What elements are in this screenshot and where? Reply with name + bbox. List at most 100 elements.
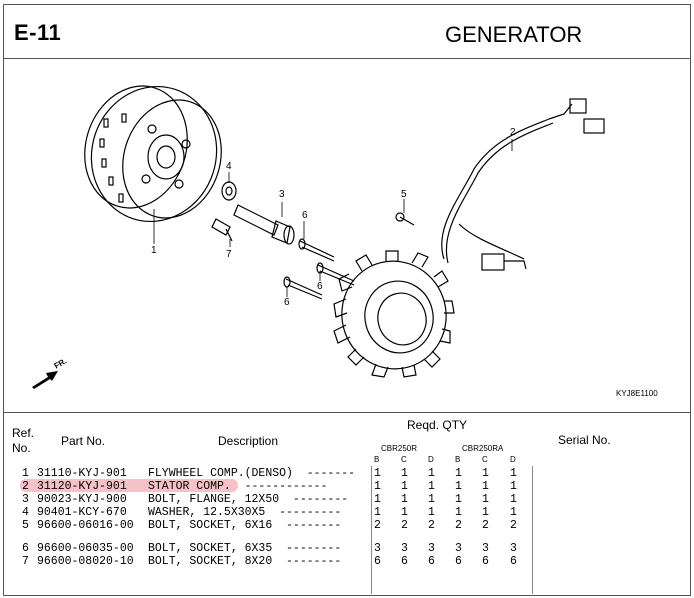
part-number-cell: 31120-KYJ-901 [37,480,127,493]
qty-cell: 3 [482,542,489,555]
qty-cell: 1 [374,506,381,519]
ref-cell: 2 [22,480,29,493]
qty-cell: 1 [428,493,435,506]
table-row: 1 31110-KYJ-901 FLYWHEEL COMP.(DENSO) ----… [4,467,690,480]
qty-cell: 1 [428,480,435,493]
part-header: Part No. [61,434,106,448]
serial-header: Serial No. [558,433,611,447]
qty-cell: 3 [428,542,435,555]
description-cell: WASHER, 12.5X30X5 --------- [148,506,342,519]
stator-drawing [333,250,455,378]
col-b2: B [455,455,461,464]
qty-cell: 1 [482,493,489,506]
qty-cell: 6 [428,555,435,568]
callout-5: 5 [401,189,407,200]
qty-cell: 1 [510,493,517,506]
description-cell: BOLT, SOCKET, 6X35 -------- [148,542,342,555]
exploded-diagram: 1 2 3 4 5 6 6 6 7 FR. KYJ8E1100 [4,59,690,413]
qty-cell: 2 [428,519,435,532]
qty-cell: 1 [455,467,462,480]
callout-2: 2 [510,127,516,138]
description-cell: BOLT, SOCKET, 8X20 -------- [148,555,342,568]
part-number-cell: 90023-KYJ-900 [37,493,127,506]
ref-cell: 5 [22,519,29,532]
highlight-row-2 [20,479,238,492]
qty-cell: 1 [428,506,435,519]
ref-cell: 7 [22,555,29,568]
qty-cell: 1 [401,467,408,480]
qty-cell: 1 [401,480,408,493]
figure-label: KYJ8E1100 [616,389,658,398]
callout-3: 3 [279,189,285,200]
col-b1: B [374,455,380,464]
desc-header: Description [218,434,279,448]
front-arrow [32,371,58,389]
ref-cell: 4 [22,506,29,519]
qty-cell: 1 [482,506,489,519]
model-cbr250ra: CBR250RA [462,444,504,453]
serial-divider [532,466,533,594]
col-c1: C [401,455,407,464]
part-number-cell: 90401-KCY-670 [37,506,127,519]
ref-header: Ref. [12,426,35,440]
parts-table: Ref. No. Part No. Description Reqd. QTY … [4,414,690,596]
qty-cell: 2 [401,519,408,532]
col-d1: D [428,455,434,464]
qty-cell: 6 [374,555,381,568]
qty-cell: 1 [455,480,462,493]
no-header: No. [12,441,31,455]
qty-header: Reqd. QTY [407,418,468,432]
qty-cell: 1 [455,506,462,519]
section-title: GENERATOR [445,22,583,47]
qty-cell: 3 [401,542,408,555]
generator-drawing [32,85,605,389]
callout-1: 1 [151,245,157,256]
qty-cell: 6 [401,555,408,568]
description-cell: FLYWHEEL COMP.(DENSO) ------- [148,467,356,480]
table-row: 2 31120-KYJ-901 STATOR COMP. ------------ 1… [4,480,690,493]
description-cell: STATOR COMP. ------------ [148,480,328,493]
callout-6a: 6 [302,210,308,221]
col-d2: D [510,455,516,464]
description-cell: BOLT, FLANGE, 12X50 -------- [148,493,349,506]
model-cbr250r: CBR250R [381,444,418,453]
callout-6c: 6 [284,297,290,308]
page-header: E-11 GENERATOR [4,5,690,59]
callout-6b: 6 [317,281,323,292]
qty-cell: 1 [510,467,517,480]
qty-cell: 1 [374,467,381,480]
table-row: 5 96600-06016-00 BOLT, SOCKET, 6X16 ------… [4,519,690,532]
section-code: E-11 [14,20,62,45]
ref-cell: 3 [22,493,29,506]
table-row: 7 96600-08020-10 BOLT, SOCKET, 8X20 ------… [4,555,690,568]
qty-cell: 3 [455,542,462,555]
part-number-cell: 96600-06016-00 [37,519,134,532]
part-number-cell: 31110-KYJ-901 [37,467,127,480]
qty-cell: 2 [374,519,381,532]
catalog-page: E-11 GENERATOR [3,4,691,596]
qty-cell: 1 [428,467,435,480]
qty-cell: 1 [510,480,517,493]
col-c2: C [482,455,488,464]
qty-cell: 6 [455,555,462,568]
qty-divider [371,466,372,594]
qty-cell: 2 [455,519,462,532]
description-cell: BOLT, SOCKET, 6X16 -------- [148,519,342,532]
part-number-cell: 96600-06035-00 [37,542,134,555]
qty-cell: 1 [401,506,408,519]
ref-cell: 1 [22,467,29,480]
callout-4: 4 [226,161,232,172]
qty-cell: 6 [482,555,489,568]
qty-cell: 2 [510,519,517,532]
qty-cell: 1 [374,480,381,493]
qty-cell: 3 [374,542,381,555]
qty-cell: 2 [482,519,489,532]
qty-cell: 1 [455,493,462,506]
qty-cell: 6 [510,555,517,568]
qty-cell: 1 [374,493,381,506]
part-number-cell: 96600-08020-10 [37,555,134,568]
table-row: 4 90401-KCY-670 WASHER, 12.5X30X5 --------… [4,506,690,519]
qty-cell: 1 [482,480,489,493]
table-row: 3 90023-KYJ-900 BOLT, FLANGE, 12X50 ------… [4,493,690,506]
